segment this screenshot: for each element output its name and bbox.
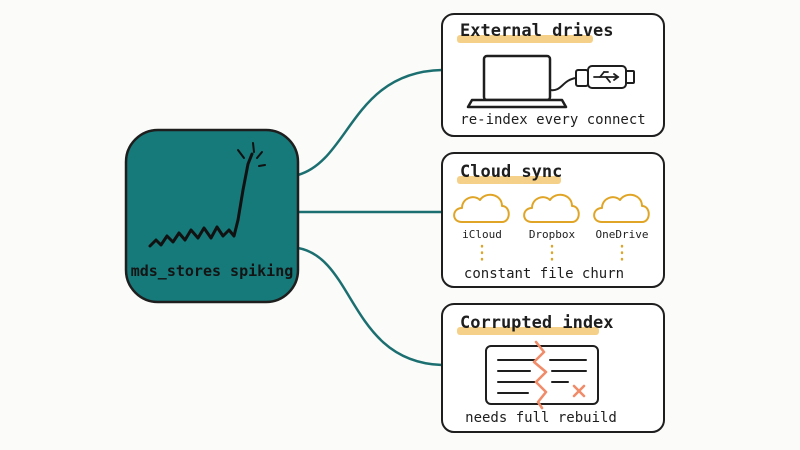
service-label-icloud: iCloud <box>462 228 502 241</box>
crack-icon <box>532 340 548 410</box>
usb-drive-icon <box>575 65 635 89</box>
cloud-icon <box>593 193 650 223</box>
error-x-icon <box>572 384 586 398</box>
connector-external-drives <box>296 68 444 177</box>
connectors <box>296 68 444 367</box>
cause-title-cloud-sync: Cloud sync <box>460 162 563 182</box>
cause-caption-corrupted-index: needs full rebuild <box>465 410 617 426</box>
title-highlight <box>457 176 561 184</box>
center-node-label: mds_stores spiking <box>130 262 294 280</box>
laptop-icon <box>466 54 568 109</box>
service-label-dropbox: Dropbox <box>528 228 576 241</box>
cloud-icon <box>453 193 510 223</box>
sync-dots <box>480 244 624 264</box>
usb-cable <box>549 77 577 92</box>
center-node <box>124 128 300 304</box>
cause-title-external-drives: External drives <box>460 21 614 41</box>
cloud-icon <box>523 193 580 223</box>
cause-caption-cloud-sync: constant file churn <box>463 266 625 282</box>
cause-caption-external-drives: re-index every connect <box>460 112 646 128</box>
connector-corrupted-index <box>296 246 444 367</box>
spike-chart-icon <box>148 142 266 248</box>
cause-title-corrupted-index: Corrupted index <box>460 313 614 333</box>
title-highlight <box>457 327 599 335</box>
service-label-onedrive: OneDrive <box>595 228 649 241</box>
title-highlight <box>457 35 593 43</box>
